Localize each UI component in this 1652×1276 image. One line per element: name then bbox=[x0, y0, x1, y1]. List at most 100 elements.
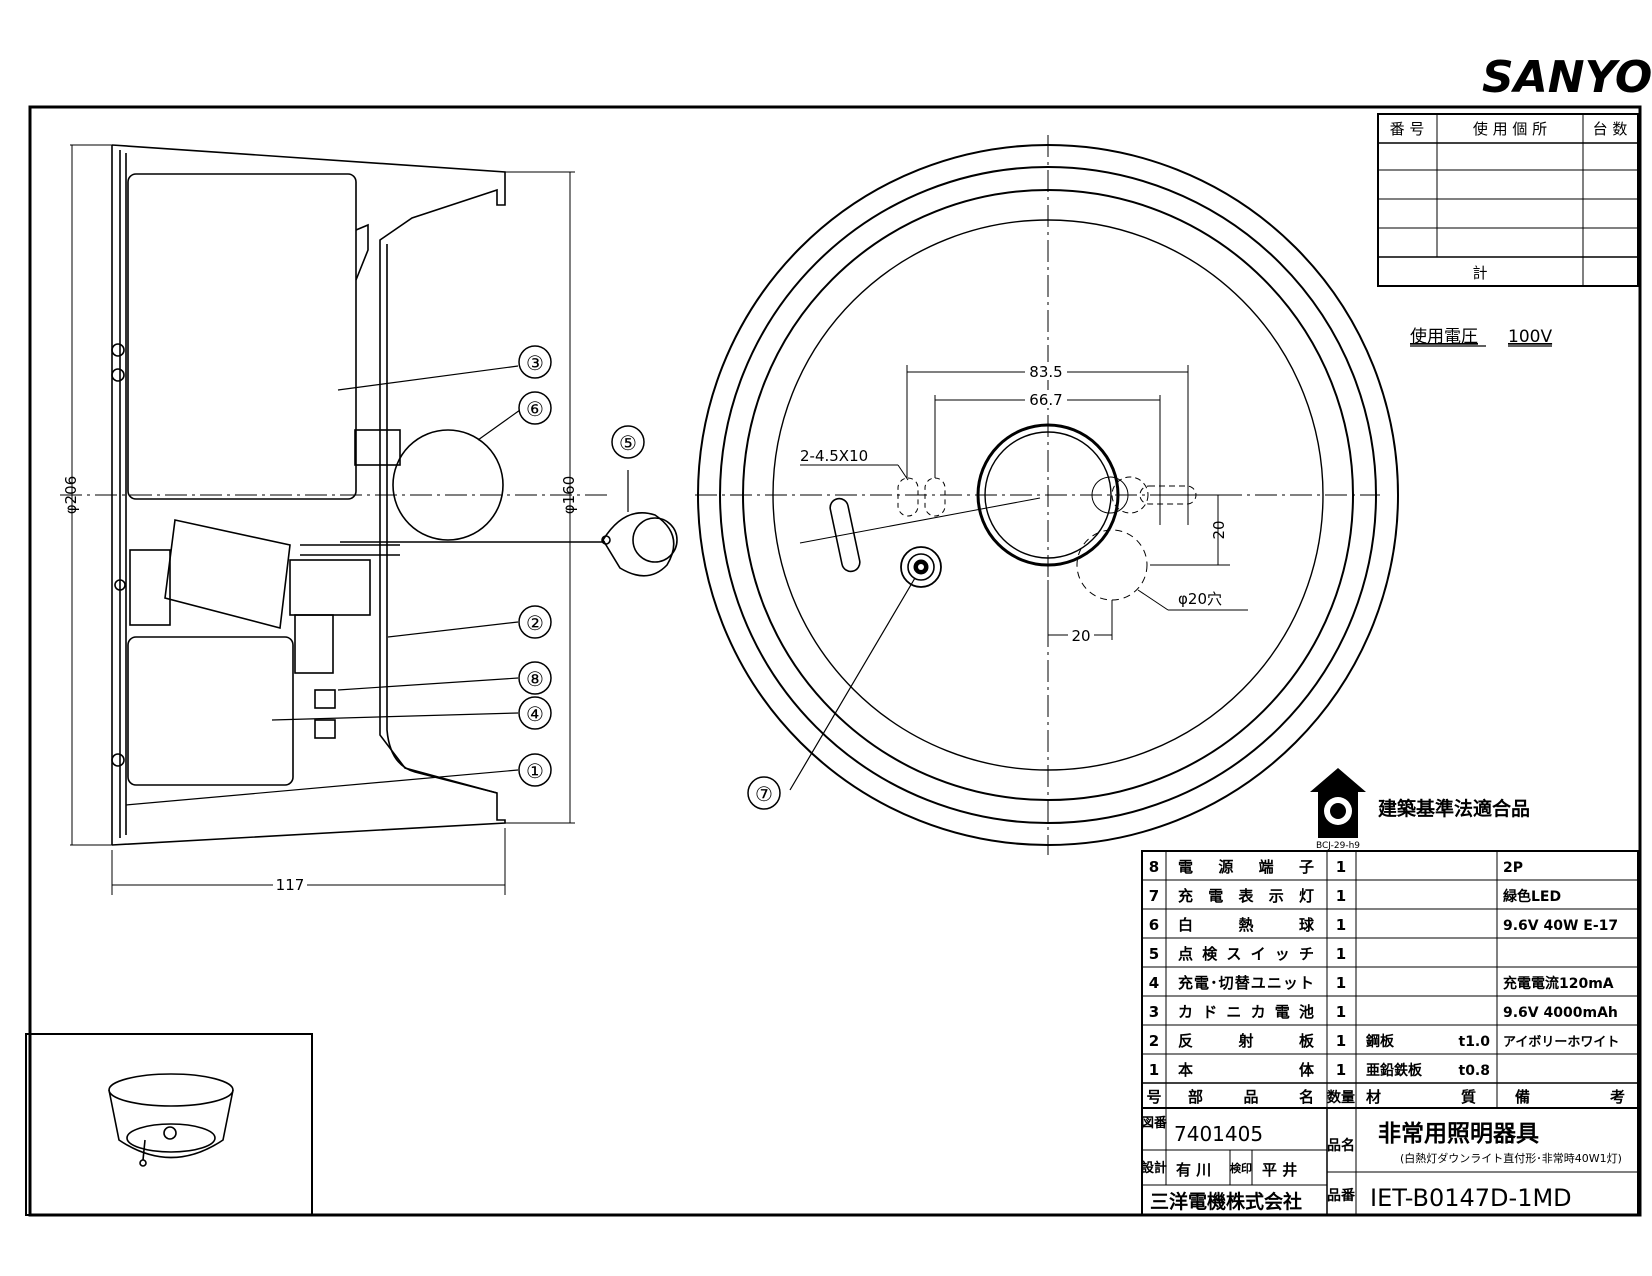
dim-h20: 20 bbox=[1210, 520, 1228, 539]
product-subtitle: (白熱灯ダウンライト直付形･非常時40W1灯) bbox=[1400, 1151, 1622, 1165]
svg-text:1: 1 bbox=[1336, 858, 1346, 876]
perspective-box bbox=[25, 1033, 313, 1216]
svg-text:t0.8: t0.8 bbox=[1459, 1063, 1491, 1079]
sanyo-logo: SANYO bbox=[1482, 52, 1652, 103]
callout-8: ⑧ bbox=[526, 667, 544, 691]
usage-total-label: 計 bbox=[1472, 264, 1487, 282]
model-no: IET-B0147D-1MD bbox=[1370, 1184, 1572, 1212]
svg-text:充電電流120mA: 充電電流120mA bbox=[1503, 975, 1614, 992]
drawing-frame bbox=[28, 105, 1642, 1217]
voltage-label: 使用電圧 bbox=[1410, 326, 1478, 347]
dim-w117: 117 bbox=[276, 876, 305, 894]
svg-text:数量: 数量 bbox=[1327, 1089, 1355, 1106]
svg-text:t1.0: t1.0 bbox=[1459, 1034, 1491, 1050]
svg-text:2P: 2P bbox=[1503, 860, 1523, 876]
callout-leaders bbox=[125, 365, 916, 806]
table-header-row: 号 部 品 名 数量 材 質 備 考 bbox=[1146, 1088, 1625, 1106]
callout-7: ⑦ bbox=[755, 782, 773, 806]
title-block bbox=[1141, 1107, 1639, 1216]
parts-table bbox=[1141, 850, 1639, 1109]
table-row: 6 白 熱 球 1 9.6V 40W E-17 bbox=[1149, 916, 1618, 934]
svg-text:白 熱 球: 白 熱 球 bbox=[1178, 916, 1315, 934]
svg-text:鋼板: 鋼板 bbox=[1365, 1033, 1395, 1050]
side-view bbox=[111, 144, 605, 846]
svg-text:緑色LED: 緑色LED bbox=[1503, 888, 1561, 905]
callout-3: ③ bbox=[526, 351, 544, 375]
perspective-sketch bbox=[108, 1073, 234, 1167]
side-view-dimensions bbox=[70, 144, 575, 895]
drawing-no: 7401405 bbox=[1174, 1122, 1263, 1146]
table-row: 5 点 検 ス イ ッ チ 1 bbox=[1149, 945, 1346, 963]
svg-text:反 射 板: 反 射 板 bbox=[1178, 1032, 1315, 1050]
svg-text:部 品 名: 部 品 名 bbox=[1188, 1088, 1314, 1106]
svg-text:点 検 ス イ ッ チ: 点 検 ス イ ッ チ bbox=[1178, 945, 1314, 963]
svg-text:1: 1 bbox=[1336, 1003, 1346, 1021]
callout-4: ④ bbox=[526, 702, 544, 726]
dim-66-7: 66.7 bbox=[1029, 391, 1062, 409]
svg-text:4: 4 bbox=[1149, 974, 1159, 992]
table-row: 4 充電･切替ユニット 1 充電電流120mA bbox=[1149, 974, 1614, 992]
pull-switch bbox=[601, 511, 678, 577]
bcj-cert-mark bbox=[1310, 768, 1366, 838]
table-row: 3 カ ド ニ カ 電 池 1 9.6V 4000mAh bbox=[1149, 1003, 1618, 1021]
svg-text:8: 8 bbox=[1149, 858, 1159, 876]
dim-w20: 20 bbox=[1071, 627, 1090, 645]
svg-text:3: 3 bbox=[1149, 1003, 1159, 1021]
svg-text:1: 1 bbox=[1149, 1061, 1159, 1079]
check-label: 検印 bbox=[1230, 1161, 1252, 1175]
svg-text:充 電 表 示 灯: 充 電 表 示 灯 bbox=[1178, 887, 1314, 905]
company-name: 三洋電機株式会社 bbox=[1150, 1190, 1302, 1213]
dim-holes: 2-4.5X10 bbox=[800, 447, 868, 465]
svg-text:1: 1 bbox=[1336, 887, 1346, 905]
designer: 有 川 bbox=[1176, 1161, 1211, 1179]
svg-text:1: 1 bbox=[1336, 1061, 1346, 1079]
usage-header-count: 台 数 bbox=[1593, 120, 1628, 138]
dim-83-5: 83.5 bbox=[1029, 363, 1062, 381]
svg-text:7: 7 bbox=[1149, 887, 1159, 905]
svg-text:9.6V 40W E-17: 9.6V 40W E-17 bbox=[1503, 918, 1618, 934]
cert-code: BCJ-29-h9 bbox=[1316, 841, 1360, 851]
svg-text:本 体: 本 体 bbox=[1178, 1061, 1315, 1079]
usage-table bbox=[1377, 113, 1639, 287]
drawing-no-label: 図番 bbox=[1141, 1115, 1168, 1131]
cert-text: 建築基準法適合品 bbox=[1378, 797, 1530, 820]
checker: 平 井 bbox=[1262, 1161, 1297, 1179]
usage-header-place: 使 用 個 所 bbox=[1473, 120, 1547, 138]
svg-text:6: 6 bbox=[1149, 916, 1159, 934]
svg-text:1: 1 bbox=[1336, 974, 1346, 992]
table-row: 8 電 源 端 子 1 2P bbox=[1149, 858, 1523, 876]
svg-text:カ ド ニ カ 電 池: カ ド ニ カ 電 池 bbox=[1178, 1003, 1314, 1021]
model-no-label: 品番 bbox=[1327, 1187, 1356, 1204]
dim-hole20: φ20穴 bbox=[1178, 590, 1222, 608]
svg-text:亜鉛鉄板: 亜鉛鉄板 bbox=[1366, 1062, 1423, 1079]
svg-text:号: 号 bbox=[1146, 1088, 1161, 1106]
dim-d160: φ160 bbox=[560, 476, 578, 515]
table-row: 2 反 射 板 1 鋼板 t1.0 アイボリーホワイト bbox=[1149, 1032, 1620, 1050]
svg-text:アイボリーホワイト: アイボリーホワイト bbox=[1503, 1034, 1619, 1050]
table-row: 7 充 電 表 示 灯 1 緑色LED bbox=[1149, 887, 1561, 905]
callout-1: ① bbox=[526, 759, 544, 783]
parts-rows: 8 電 源 端 子 1 2P 7 充 電 表 示 灯 1 緑色LED 6 白 熱… bbox=[1146, 858, 1625, 1106]
svg-text:1: 1 bbox=[1336, 916, 1346, 934]
design-label: 設計 bbox=[1141, 1160, 1167, 1176]
usage-header-no: 番 号 bbox=[1390, 120, 1425, 138]
callout-6: ⑥ bbox=[526, 397, 544, 421]
svg-text:9.6V 4000mAh: 9.6V 4000mAh bbox=[1503, 1005, 1618, 1021]
dim-d206: φ206 bbox=[62, 476, 80, 515]
svg-text:充電･切替ユニット: 充電･切替ユニット bbox=[1178, 974, 1314, 992]
svg-text:5: 5 bbox=[1149, 945, 1159, 963]
svg-text:材 質: 材 質 bbox=[1366, 1088, 1476, 1106]
svg-text:電 源 端 子: 電 源 端 子 bbox=[1178, 858, 1314, 876]
callout-2: ② bbox=[526, 611, 544, 635]
table-row: 1 本 体 1 亜鉛鉄板 t0.8 bbox=[1149, 1061, 1490, 1079]
callout-group: ③ ⑥ ② ⑧ ④ ① ⑤ ⑦ bbox=[518, 345, 781, 810]
svg-text:備 考: 備 考 bbox=[1515, 1088, 1625, 1106]
svg-text:1: 1 bbox=[1336, 1032, 1346, 1050]
svg-text:1: 1 bbox=[1336, 945, 1346, 963]
callout-5: ⑤ bbox=[619, 431, 637, 455]
product-name: 非常用照明器具 bbox=[1378, 1121, 1539, 1147]
product-name-label: 品名 bbox=[1327, 1137, 1355, 1154]
voltage-value: 100V bbox=[1508, 327, 1552, 347]
svg-text:2: 2 bbox=[1149, 1032, 1159, 1050]
